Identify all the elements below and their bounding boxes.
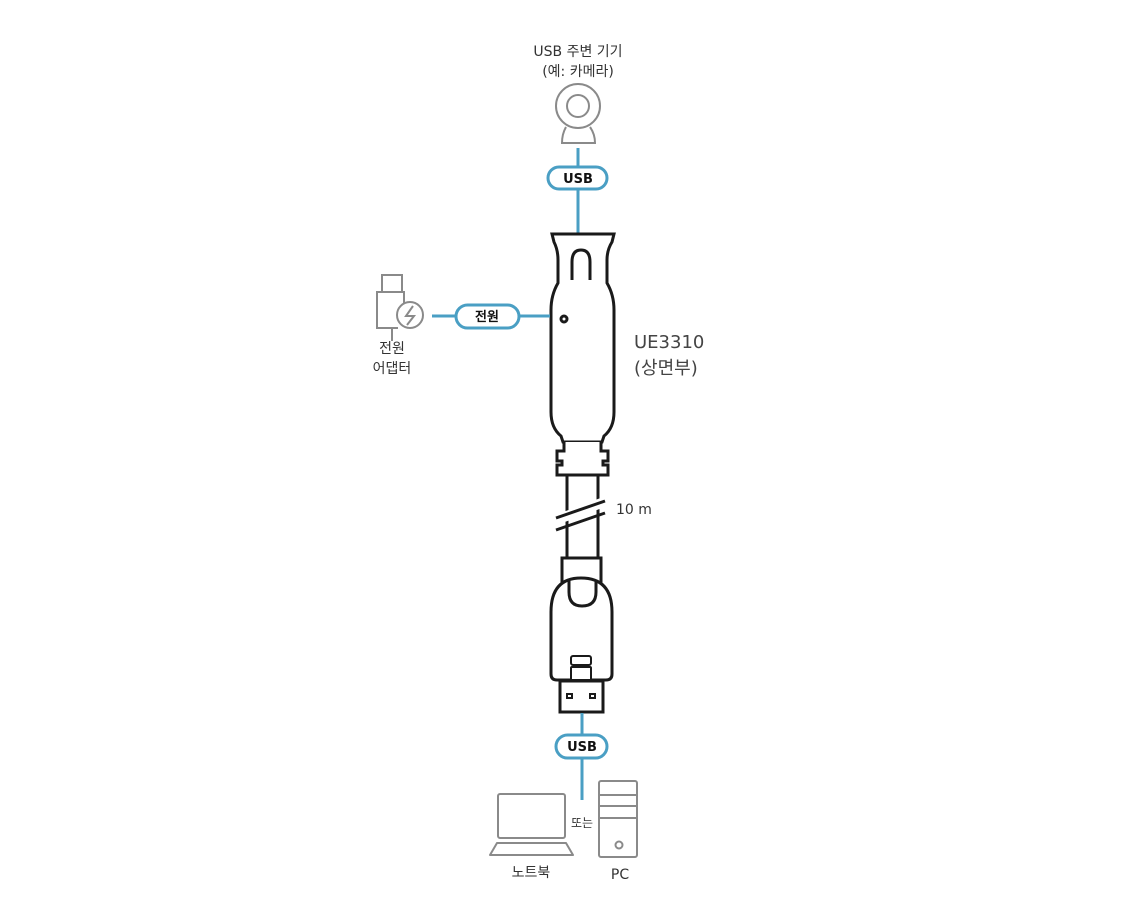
cable: [554, 476, 606, 558]
or-label: 또는: [571, 816, 593, 830]
bottom-usb-link: [554, 713, 609, 800]
device-part-label: (상면부): [634, 358, 698, 379]
device-model-label: UE3310: [634, 332, 704, 353]
laptop-icon: [489, 793, 574, 856]
laptop-label: 노트북: [512, 865, 551, 881]
ue3310-device: [549, 232, 616, 444]
adapter-label-line1: 전원: [379, 341, 405, 357]
peripheral-label-line2: (예: 카메라): [542, 64, 614, 80]
peripheral-label-line1: USB 주변 기기: [533, 44, 622, 60]
power-adapter-icon: [376, 274, 424, 341]
bottom-usb-label: USB: [567, 740, 597, 755]
cable-length-label: 10 m: [616, 502, 652, 518]
usb-a-connector: [549, 556, 614, 714]
power-link: [432, 303, 550, 330]
pc-tower-icon: [598, 780, 638, 858]
adapter-label-line2: 어댑터: [373, 361, 412, 377]
top-usb-link: [546, 148, 609, 234]
pc-label: PC: [611, 867, 629, 883]
strain-relief: [555, 442, 610, 477]
top-usb-label: USB: [563, 172, 593, 187]
power-label: 전원: [475, 309, 499, 325]
camera-icon: [555, 83, 601, 144]
